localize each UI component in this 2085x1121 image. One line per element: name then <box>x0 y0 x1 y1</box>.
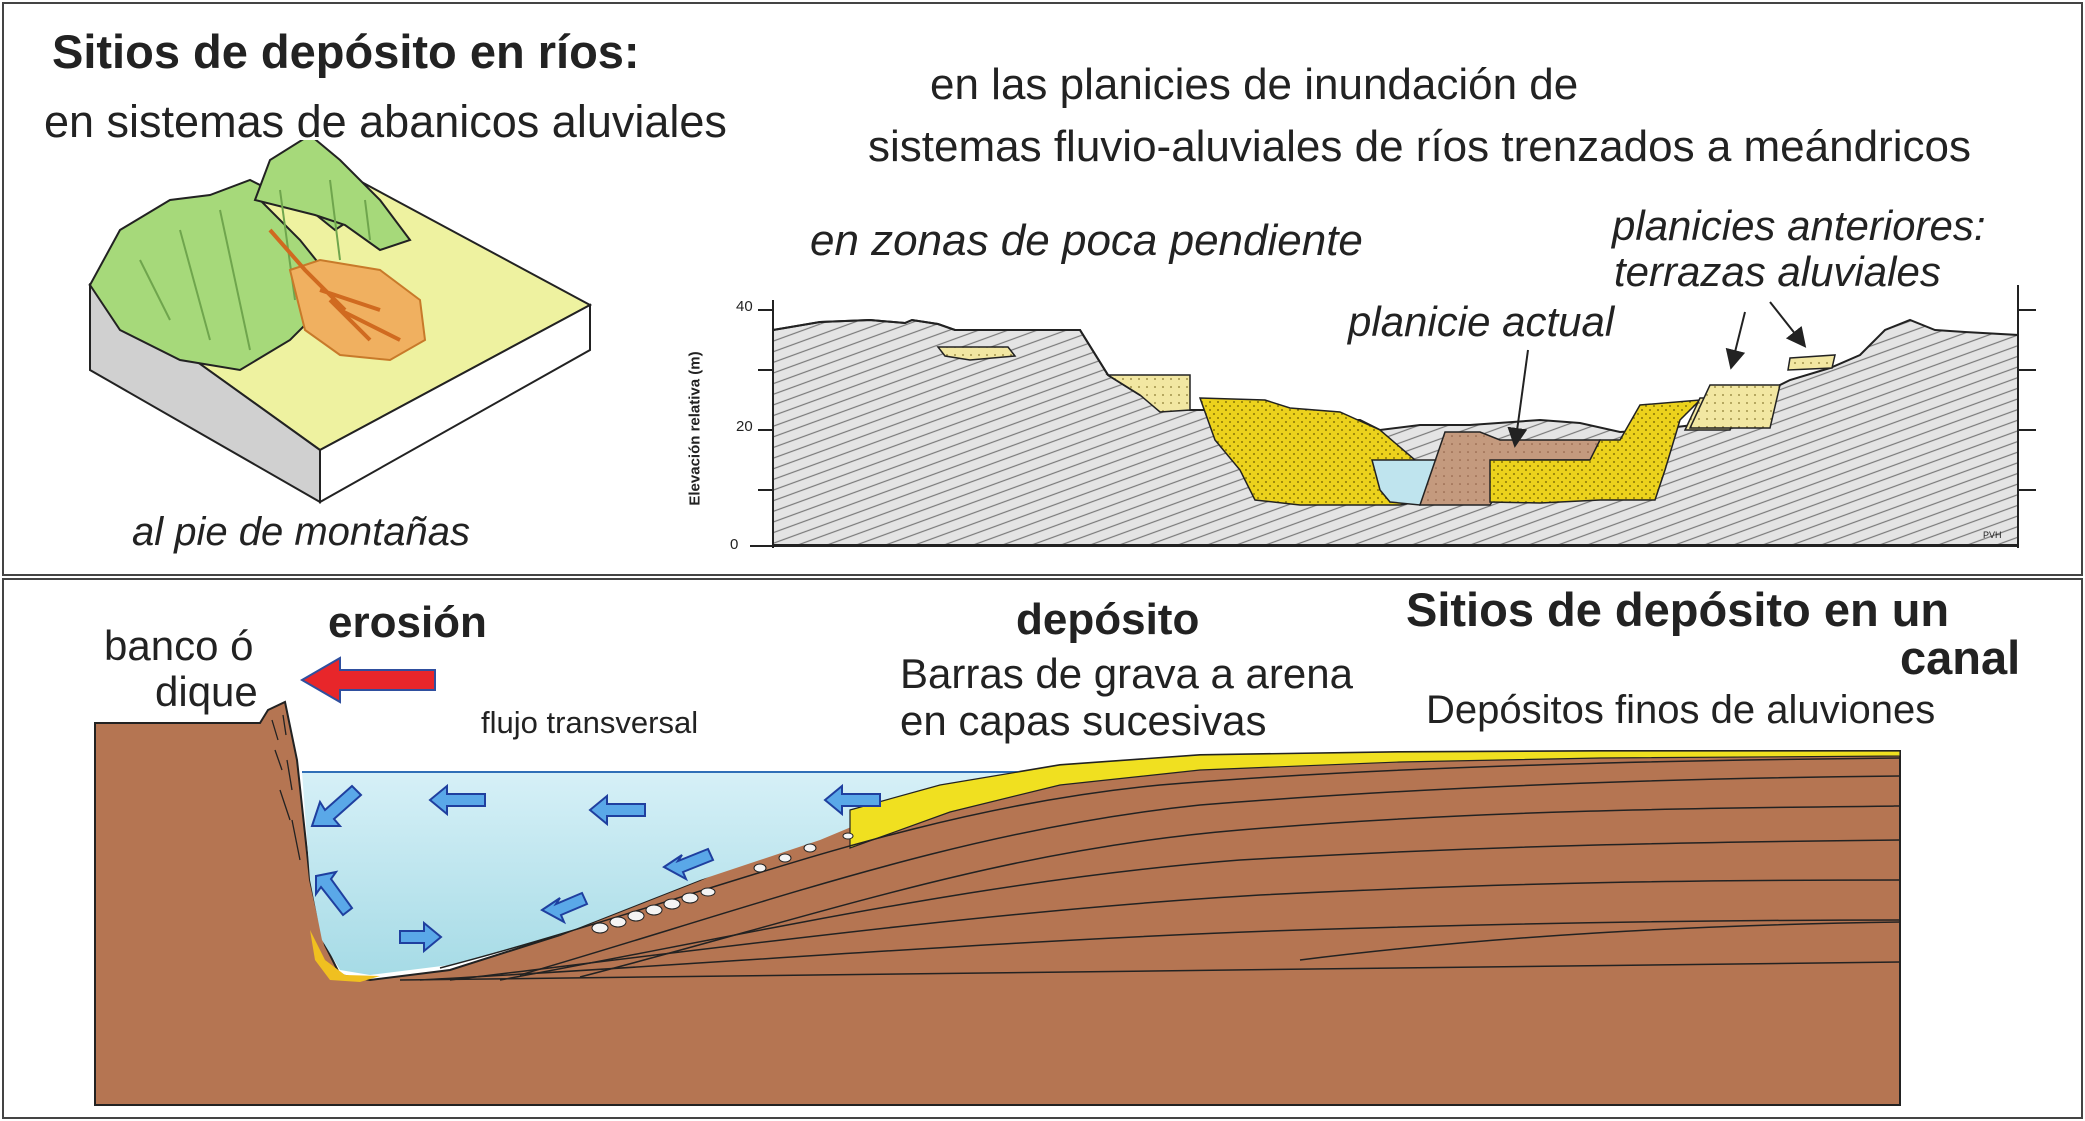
erosion-caption: erosión <box>328 598 487 647</box>
terraces-caption-line1: planicies anteriores: <box>1612 202 1986 249</box>
y-tick-20: 20 <box>736 418 753 435</box>
bank-caption-line1: banco ó <box>104 622 254 669</box>
floodplain-caption-line1: en las planicies de inundación de <box>930 60 1579 109</box>
y-tick-40: 40 <box>736 298 753 315</box>
fans-caption: en sistemas de abanicos aluviales <box>44 96 727 147</box>
flow-caption: flujo transversal <box>481 705 699 740</box>
bank-caption-line2: dique <box>155 668 258 715</box>
alluvial-fan-block-diagram <box>88 140 593 504</box>
flow-arrows <box>310 783 881 954</box>
pvh-signature: PVH <box>1983 530 2002 540</box>
erosion-arrow <box>300 656 436 704</box>
terraces-caption-line2: terrazas aluviales <box>1614 248 1941 295</box>
channel-title-line2: canal <box>1900 631 2021 684</box>
current-plain-caption: planicie actual <box>1348 298 1615 345</box>
deposit-caption: depósito <box>1016 595 1200 644</box>
low-slope-caption: en zonas de poca pendiente <box>810 216 1363 265</box>
valley-cross-section <box>750 285 2036 548</box>
y-tick-0: 0 <box>730 536 739 553</box>
bars-caption-line1: Barras de grava a arena <box>900 650 1353 697</box>
channel-title-line1: Sitios de depósito en un <box>1406 583 1950 636</box>
fine-deposits-caption: Depósitos finos de aluviones <box>1426 688 1936 732</box>
foot-caption: al pie de montañas <box>132 510 471 554</box>
top-title: Sitios de depósito en ríos: <box>52 25 640 78</box>
floodplain-caption-line2: sistemas fluvio-aluviales de ríos trenza… <box>868 122 1971 171</box>
bars-caption-line2: en capas sucesivas <box>900 697 1267 744</box>
